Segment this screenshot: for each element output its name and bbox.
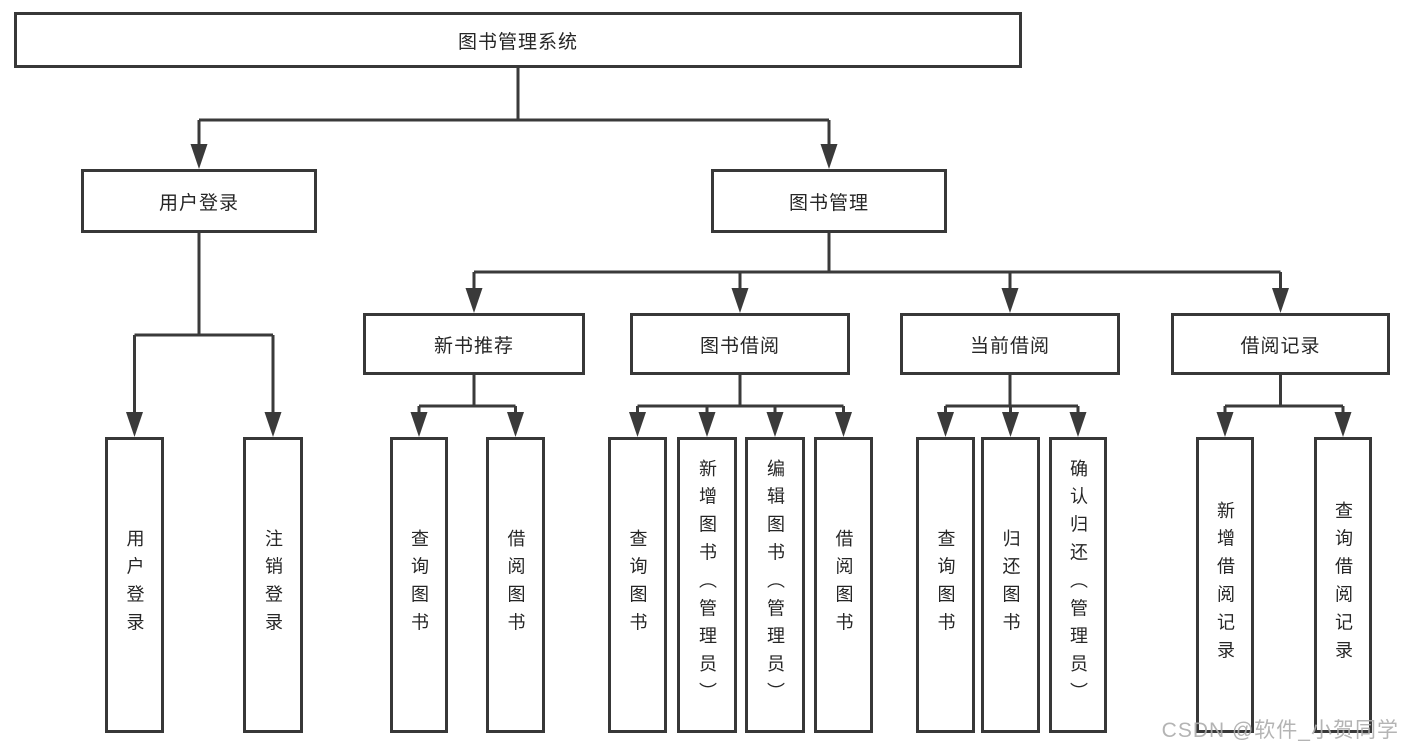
node-current-borrow: 当前借阅	[900, 313, 1120, 375]
leaf-edit-books-admin: 编辑图书（管理员）	[745, 437, 805, 733]
arrowheads	[126, 144, 1352, 437]
node-library-system: 图书管理系统	[14, 12, 1022, 68]
leaf-user-login: 用户登录	[105, 437, 164, 733]
node-new-book-recommend: 新书推荐	[363, 313, 585, 375]
leaf-query-books-recommend: 查询图书	[390, 437, 448, 733]
leaf-add-books-admin: 新增图书（管理员）	[677, 437, 737, 733]
node-borrow-records: 借阅记录	[1171, 313, 1390, 375]
leaf-borrow-books-recommend: 借阅图书	[486, 437, 545, 733]
leaf-query-books-current: 查询图书	[916, 437, 975, 733]
leaf-query-books-borrow: 查询图书	[608, 437, 667, 733]
leaf-logout: 注销登录	[243, 437, 303, 733]
leaf-return-books: 归还图书	[981, 437, 1040, 733]
leaf-borrow-books: 借阅图书	[814, 437, 873, 733]
leaf-query-borrow-record: 查询借阅记录	[1314, 437, 1372, 733]
leaf-confirm-return-admin: 确认归还（管理员）	[1049, 437, 1107, 733]
csdn-watermark: CSDN @软件_小贺同学	[1161, 719, 1399, 742]
node-book-management: 图书管理	[711, 169, 947, 233]
leaf-add-borrow-record: 新增借阅记录	[1196, 437, 1254, 733]
node-user-login: 用户登录	[81, 169, 317, 233]
node-book-borrow: 图书借阅	[630, 313, 850, 375]
